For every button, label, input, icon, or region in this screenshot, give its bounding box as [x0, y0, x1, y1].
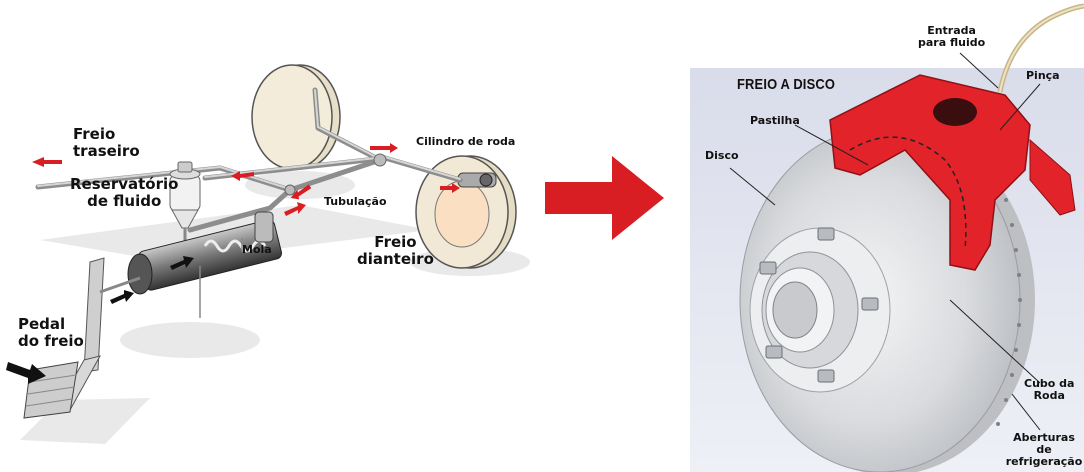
label-spring: Mola	[242, 244, 272, 256]
label-tubing: Tubulação	[324, 196, 387, 208]
rear-drum	[252, 65, 340, 169]
right-arrow-icon	[545, 156, 664, 240]
label-fluid-reservoir: Reservatório de fluido	[70, 176, 178, 209]
label-wheel-cylinder: Cilindro de roda	[416, 136, 515, 148]
disc-brake-title: FREIO A DISCO	[737, 77, 835, 94]
label-rear-brake: Freio traseiro	[73, 126, 140, 159]
label-front-brake: Freio dianteiro	[357, 234, 434, 267]
label-brake-pedal: Pedal do freio	[18, 316, 84, 349]
label-caliper: Pinça	[1026, 70, 1060, 82]
label-pad: Pastilha	[750, 115, 800, 127]
label-wheel-hub: Cubo da Roda	[1024, 378, 1074, 402]
label-disc: Disco	[705, 150, 739, 162]
label-fluid-inlet: Entrada para fluido	[918, 25, 985, 49]
label-cooling-vents: Aberturas de refrigeração	[1004, 432, 1084, 468]
